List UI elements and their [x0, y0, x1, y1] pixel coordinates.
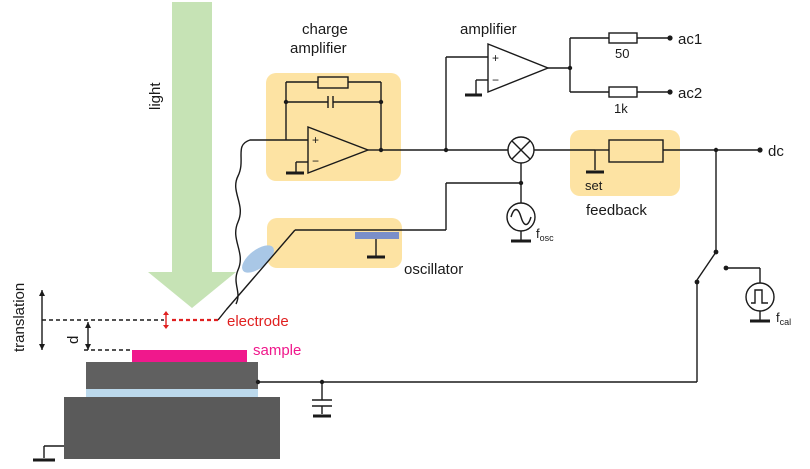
output-amplifier: + − — [445, 32, 673, 150]
svg-text:+: + — [492, 51, 499, 65]
feedback-box — [570, 130, 680, 196]
electrode-label: electrode — [227, 313, 289, 330]
svg-text:+: + — [312, 133, 319, 147]
f-osc-label: fosc — [536, 226, 554, 243]
charge-amplifier-box — [266, 73, 401, 181]
ac2-label: ac2 — [678, 85, 702, 102]
oscillator-plate — [355, 232, 399, 239]
ac1-terminal — [667, 35, 673, 41]
sample — [132, 350, 247, 362]
resistor-1k — [608, 86, 638, 98]
svg-text:−: − — [312, 154, 319, 168]
oscillator — [355, 232, 399, 259]
sine-source — [506, 202, 536, 243]
resistor-50-label: 50 — [615, 46, 629, 61]
set-label: set — [585, 178, 603, 193]
square-wave-source — [745, 282, 775, 323]
charge-amplifier-opamp — [307, 125, 370, 175]
sample-label: sample — [253, 342, 301, 359]
svg-text:−: − — [492, 73, 499, 87]
calibration-switch — [694, 150, 761, 382]
sample-holder — [86, 362, 258, 389]
multiplier — [507, 136, 595, 203]
light-label: light — [147, 82, 164, 110]
ac1-label: ac1 — [678, 31, 702, 48]
insulator-layer — [86, 389, 258, 397]
resistor-50 — [608, 32, 638, 44]
signal-cable — [235, 139, 286, 305]
electrode-holder — [242, 245, 274, 273]
light-arrow — [148, 2, 236, 308]
stage-base — [64, 397, 280, 459]
dc-label: dc — [768, 143, 784, 160]
ac2-terminal — [667, 89, 673, 95]
feedback — [586, 139, 763, 174]
feedback-label: feedback — [586, 202, 647, 219]
oscillator-label: oscillator — [404, 261, 463, 278]
feedback-controller — [608, 139, 664, 163]
oscillator-box — [267, 218, 402, 268]
resistor-1k-label: 1k — [614, 101, 628, 116]
dc-terminal — [757, 147, 763, 153]
f-cal-label: fcal — [776, 310, 791, 327]
output-amplifier-opamp — [487, 42, 550, 94]
charge-amplifier-label-line1: charge — [302, 21, 348, 38]
amplifier-label: amplifier — [460, 21, 517, 38]
d-label: d — [65, 336, 82, 344]
translation-label: translation — [11, 283, 28, 352]
charge-amplifier-label-line2: amplifier — [290, 40, 347, 57]
